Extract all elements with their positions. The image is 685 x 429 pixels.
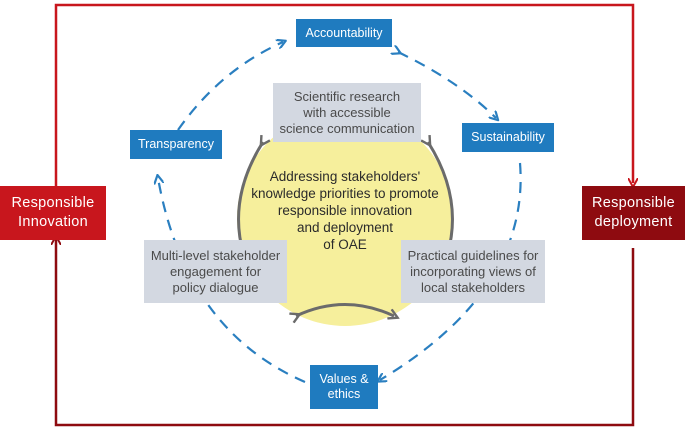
ring-arrow-top-right (398, 52, 496, 118)
values-ethics-label: Values & ethics (319, 372, 369, 401)
responsible-innovation-label: Responsible Innovation (11, 195, 95, 230)
outer-bottom-arrow (56, 240, 635, 427)
transparency-box: Transparency (130, 130, 222, 159)
accountability-label: Accountability (305, 25, 383, 40)
outer-top-arrow (54, 3, 633, 186)
ring-arrow-left-top (177, 42, 283, 131)
sustainability-box: Sustainability (462, 123, 554, 152)
stakeholder-engagement-label: Multi-level stakeholder engagement for p… (150, 247, 281, 295)
inner-arrow-bottom (296, 303, 394, 317)
accountability-box: Accountability (296, 19, 392, 47)
sustainability-label: Sustainability (471, 130, 545, 144)
practical-guidelines-box: Practical guidelines for incorporating v… (401, 240, 545, 303)
scientific-research-box: Scientific research with accessible scie… (273, 83, 421, 142)
center-circle (237, 110, 453, 326)
stakeholder-engagement-box: Multi-level stakeholder engagement for p… (144, 240, 287, 303)
scientific-research-label: Scientific research with accessible scie… (279, 88, 415, 136)
practical-guidelines-label: Practical guidelines for incorporating v… (407, 247, 539, 295)
responsible-deployment-label: Responsible deployment (591, 195, 676, 230)
center-statement: Addressing stakeholders' knowledge prior… (251, 169, 439, 252)
responsible-innovation-box: Responsible Innovation (0, 186, 106, 240)
values-ethics-box: Values & ethics (310, 365, 378, 409)
responsible-deployment-box: Responsible deployment (582, 186, 685, 240)
transparency-label: Transparency (138, 137, 214, 151)
